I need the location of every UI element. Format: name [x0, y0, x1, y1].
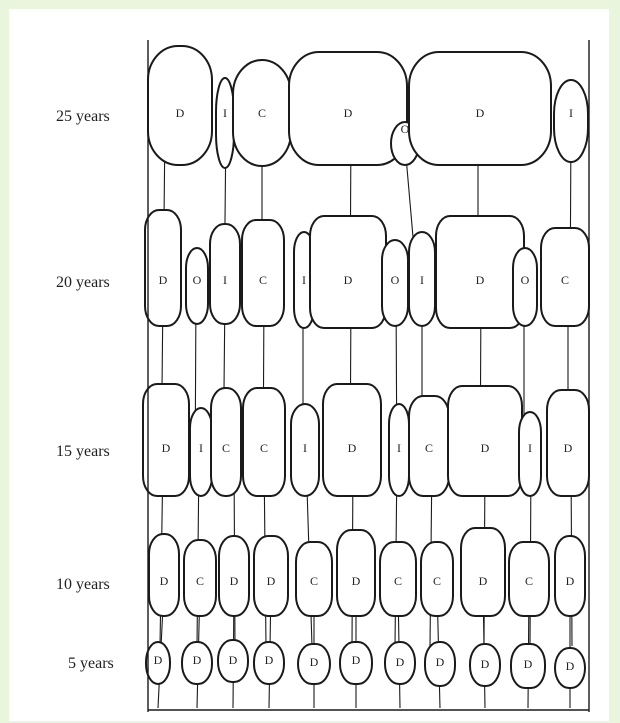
cell-label: D: [564, 441, 573, 455]
cell-label: D: [176, 106, 185, 120]
cell-label: I: [420, 273, 424, 287]
cell-shape: [554, 80, 588, 162]
cell-label: D: [476, 273, 485, 287]
cell-label: I: [223, 106, 227, 120]
cell-label: D: [566, 574, 575, 588]
cell-label: C: [260, 441, 268, 455]
cell-shape: [216, 78, 234, 168]
cell-label: C: [310, 574, 318, 588]
cell-shape: [310, 216, 386, 328]
cell-shape: [143, 384, 189, 496]
cell-label: C: [425, 441, 433, 455]
cell-label: D: [352, 653, 361, 667]
cell-label: C: [222, 441, 230, 455]
cell-rows: [143, 46, 589, 688]
cell-label: D: [396, 655, 405, 669]
cell-label: D: [154, 653, 163, 667]
cell-label: C: [259, 273, 267, 287]
cell-label: D: [230, 574, 239, 588]
cell-label: D: [566, 659, 575, 673]
cell-label: D: [348, 441, 357, 455]
cell-label: D: [265, 653, 274, 667]
cell-shape: [145, 210, 181, 326]
cell-label: D: [481, 441, 490, 455]
cell-label: C: [196, 574, 204, 588]
cell-label: D: [229, 653, 238, 667]
cell-label: D: [160, 574, 169, 588]
cell-label: I: [303, 441, 307, 455]
cell-label: C: [258, 106, 266, 120]
cell-label: C: [433, 574, 441, 588]
cell-label: D: [159, 273, 168, 287]
age-label-25: 25 years: [56, 108, 110, 125]
cell-label: I: [199, 441, 203, 455]
age-label-10: 10 years: [56, 576, 110, 593]
age-labels: 25 years 20 years 15 years 10 years 5 ye…: [56, 108, 114, 672]
cell-label: I: [397, 441, 401, 455]
cell-label: D: [479, 574, 488, 588]
cell-label: O: [401, 122, 410, 136]
cell-shape: [513, 248, 537, 326]
cell-shape: [323, 384, 381, 496]
age-label-15: 15 years: [56, 443, 110, 460]
cell-label: D: [162, 441, 171, 455]
cell-label: C: [525, 574, 533, 588]
cell-label: D: [344, 106, 353, 120]
cell-label: D: [476, 106, 485, 120]
cell-label: D: [352, 574, 361, 588]
cell-shape: [337, 530, 375, 616]
cell-label: I: [569, 106, 573, 120]
cell-label: D: [524, 657, 533, 671]
cell-label: I: [528, 441, 532, 455]
cell-label: I: [223, 273, 227, 287]
age-label-20: 20 years: [56, 274, 110, 291]
cell-shape: [461, 528, 505, 616]
cell-label: I: [302, 273, 306, 287]
cell-label: D: [344, 273, 353, 287]
age-label-5: 5 years: [68, 655, 114, 672]
cell-label: D: [193, 653, 202, 667]
cell-label: C: [394, 574, 402, 588]
cell-label: O: [193, 273, 202, 287]
cell-shape: [436, 216, 524, 328]
cell-label: D: [267, 574, 276, 588]
cell-label: D: [481, 657, 490, 671]
cell-label: D: [310, 655, 319, 669]
cell-label: D: [436, 655, 445, 669]
cell-label: C: [561, 273, 569, 287]
cell-label: O: [521, 273, 530, 287]
cell-label: O: [391, 273, 400, 287]
